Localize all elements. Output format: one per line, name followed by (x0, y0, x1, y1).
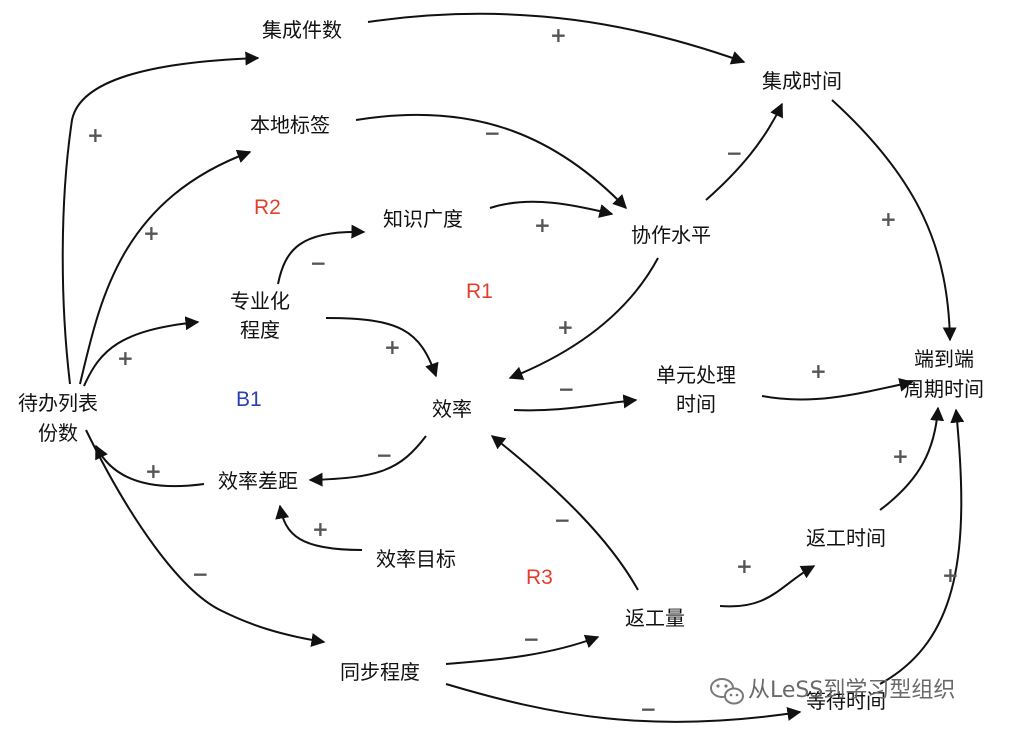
edges (61, 12, 965, 723)
sign-plus: + (145, 459, 162, 483)
sign-plus: + (557, 315, 574, 339)
sign-plus: + (117, 346, 134, 370)
sign-plus: + (550, 23, 567, 47)
loop-label-r2: R2 (254, 196, 281, 219)
sign-minus: − (558, 377, 575, 401)
sign-plus: + (534, 213, 551, 237)
edge-unit-time-to-e2e (761, 377, 914, 401)
sign-plus: + (143, 221, 160, 245)
edge-sync-to-wait (445, 683, 802, 723)
edge-efficiency-to-gap (308, 435, 427, 487)
sign-minus: − (376, 443, 393, 467)
edge-rework-to-efficiency (490, 435, 639, 591)
node-efficiency: 效率 (432, 397, 472, 421)
node-local-tags: 本地标签 (250, 113, 330, 137)
sign-minus: − (523, 627, 540, 651)
polarity-signs: + + − − + + − + − + − + + + + + − − − − … (87, 23, 959, 721)
edge-integration-count-to-integration-time (367, 12, 746, 65)
edge-backlog-to-integration-count (61, 51, 260, 385)
edge-backlog-to-specialization (83, 316, 200, 387)
node-rework-amount: 返工量 (625, 606, 685, 630)
loop-labels: R2 R1 B1 R3 (236, 196, 553, 589)
sign-minus: − (726, 141, 743, 165)
edge-specialization-to-efficiency (325, 317, 439, 378)
node-e2e-line2: 周期时间 (904, 377, 984, 401)
sign-minus: − (192, 562, 209, 586)
sign-plus: + (880, 207, 897, 231)
edge-collaboration-to-efficiency (508, 257, 659, 380)
sign-plus: + (942, 563, 959, 587)
edge-wait-to-e2e (879, 408, 965, 685)
edge-backlog-to-sync (85, 429, 326, 647)
edge-sync-to-rework (445, 634, 600, 665)
sign-minus: − (554, 508, 571, 532)
node-collaboration-level: 协作水平 (631, 223, 711, 247)
sign-minus: − (310, 251, 327, 275)
node-backlog-line1: 待办列表 (18, 391, 98, 415)
nodes: 集成件数 集成时间 本地标签 知识广度 协作水平 专业化 程度 效率 单元处理 … (18, 18, 984, 713)
sign-plus: + (384, 335, 401, 359)
sign-plus: + (87, 123, 104, 147)
node-specialization-line1: 专业化 (230, 289, 290, 313)
sign-plus: + (312, 517, 329, 541)
edge-rework-to-rework-time (719, 565, 816, 608)
node-unit-time-line1: 单元处理 (656, 363, 736, 387)
sign-plus: + (736, 554, 753, 578)
node-specialization-line2: 程度 (240, 318, 280, 342)
node-integration-count: 集成件数 (262, 18, 342, 42)
edge-gap-to-backlog (95, 444, 205, 488)
sign-plus: + (810, 359, 827, 383)
watermark: 从LeSS到学习型组织 (710, 678, 955, 705)
node-sync-level: 同步程度 (340, 660, 420, 684)
loop-label-r3: R3 (526, 566, 553, 589)
node-e2e-line1: 端到端 (914, 347, 974, 371)
edge-integration-time-to-e2e (831, 99, 957, 342)
node-unit-time-line2: 时间 (676, 392, 716, 416)
edge-backlog-to-local-tags (79, 149, 252, 385)
edge-efficiency-to-unit-time (513, 394, 638, 412)
node-wait-time: 等待时间 (806, 689, 886, 713)
watermark-text: 从LeSS到学习型组织 (748, 678, 955, 703)
sign-plus: + (892, 444, 909, 468)
node-rework-time: 返工时间 (806, 526, 886, 550)
node-backlog-line2: 份数 (38, 421, 78, 445)
node-integration-time: 集成时间 (762, 69, 842, 93)
sign-minus: − (640, 697, 657, 721)
node-efficiency-gap: 效率差距 (218, 469, 298, 493)
edge-collaboration-to-integration-time (705, 102, 783, 201)
edge-specialization-to-knowledge (277, 224, 366, 285)
edge-knowledge-to-collaboration (489, 200, 614, 218)
node-efficiency-target: 效率目标 (376, 547, 456, 571)
edge-rework-time-to-e2e (879, 406, 945, 511)
wechat-icon (710, 678, 744, 705)
node-knowledge-breadth: 知识广度 (383, 207, 463, 231)
edge-local-tags-to-collaboration (355, 113, 627, 210)
loop-label-b1: B1 (236, 388, 262, 411)
sign-minus: − (484, 121, 501, 145)
loop-label-r1: R1 (466, 280, 493, 303)
edge-target-to-gap (275, 504, 363, 551)
